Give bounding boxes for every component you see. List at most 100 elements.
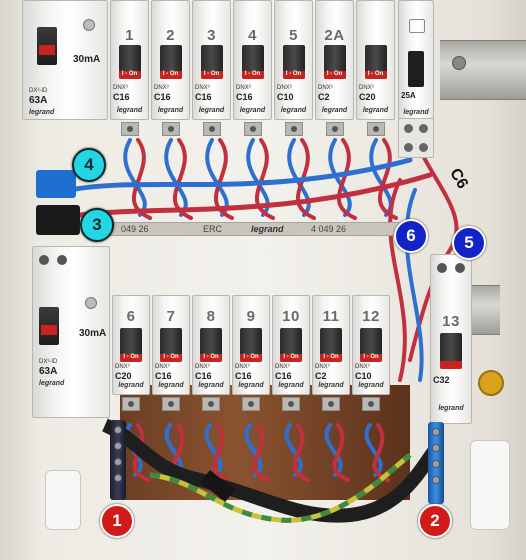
top_row-breaker-1: 1 I - On DNX³ C16 legrand [110, 0, 149, 120]
bottom_row-terminal-1[interactable] [122, 397, 140, 411]
breaker-type: DNX³ [155, 364, 170, 370]
bottom_row-terminal-2[interactable] [162, 397, 180, 411]
breaker-number: 2 [166, 27, 175, 44]
side-breaker-screw-2[interactable] [455, 263, 465, 273]
bottom-rcd-brand: legrand [39, 380, 65, 387]
cable-gland [200, 470, 235, 502]
breaker-type: DNX³ [154, 85, 169, 91]
breaker-type: DNX³ [113, 85, 128, 91]
bottom_row-terminal-7[interactable] [362, 397, 380, 411]
breaker-on-label: I - On [326, 71, 343, 77]
bottom-rcd-lever[interactable] [39, 307, 59, 345]
breaker-lever[interactable]: I - On [240, 328, 262, 362]
top_row-terminal-4[interactable] [243, 122, 262, 136]
top-rcd-brand: legrand [29, 109, 55, 116]
breaker-lever[interactable]: I - On [360, 328, 382, 362]
bottom-rcd-sensitivity: 30mA [79, 328, 107, 339]
side-breaker-number: 13 [442, 313, 460, 330]
top-rcd-type: DX³-ID [29, 88, 48, 94]
breaker-type: DNX³ [318, 85, 333, 91]
top_row-terminal-5[interactable] [284, 122, 303, 136]
top_row-terminal-2[interactable] [161, 122, 180, 136]
breaker-number: 10 [282, 308, 300, 325]
marker-3: 3 [80, 208, 114, 242]
bottom-rcd-test-button[interactable] [85, 297, 97, 309]
rail-screw[interactable] [452, 56, 466, 70]
breaker-rating: C16 [154, 92, 171, 102]
strip-text-4: 4 049 26 [311, 224, 347, 234]
top_row-terminal-7[interactable] [366, 122, 385, 136]
bottom_row-terminal-5[interactable] [282, 397, 300, 411]
contactor-screw-1[interactable] [404, 124, 413, 133]
top_row-breaker-7: I - On DNX³ C20 legrand [356, 0, 395, 120]
bottom_row-terminal-3[interactable] [202, 397, 220, 411]
side-breaker-brand: legrand [438, 405, 464, 412]
breaker-lever[interactable]: I - On [118, 45, 141, 79]
black-main-cable [101, 418, 441, 523]
top-rcd-lever[interactable] [37, 27, 57, 65]
breaker-lever[interactable]: I - On [241, 45, 264, 79]
live-wire-top-7 [378, 138, 398, 220]
contactor-switch[interactable] [408, 51, 424, 87]
breaker-lever[interactable]: I - On [320, 328, 342, 362]
marker-2: 2 [418, 504, 452, 538]
breaker-brand: legrand [116, 107, 143, 114]
breaker-rating: C20 [115, 371, 132, 381]
left-cable-clip [45, 470, 81, 530]
breaker-type: DNX³ [236, 85, 251, 91]
top_row-terminal-1[interactable] [120, 122, 139, 136]
breaker-number: 5 [289, 27, 298, 44]
breaker-lever[interactable]: I - On [282, 45, 305, 79]
contactor-screw-3[interactable] [404, 143, 413, 152]
breaker-rating: C16 [235, 371, 252, 381]
breaker-lever[interactable]: I - On [159, 45, 182, 79]
breaker-lever[interactable]: I - On [200, 45, 223, 79]
top-rcd-module: 30mA DX³-ID 63A legrand [22, 0, 108, 120]
breaker-lever[interactable]: I - On [280, 328, 302, 362]
side-breaker-lever[interactable] [440, 333, 462, 369]
neutral-wire-top-6 [328, 138, 352, 217]
breaker-on-label: I - On [203, 71, 220, 77]
strip-text-2: ERC [203, 224, 223, 234]
breaker-brand: legrand [321, 107, 348, 114]
blue-neutral-connector [36, 170, 76, 198]
top-rcd-amp: 63A [29, 95, 48, 106]
neutral-busbar [428, 422, 444, 504]
bottom_row-terminal-4[interactable] [242, 397, 260, 411]
breaker-lever[interactable]: I - On [160, 328, 182, 362]
bottom-rcd-screw-1[interactable] [39, 255, 49, 265]
breaker-brand: legrand [118, 382, 144, 389]
live-wire-bottom-6 [332, 423, 350, 482]
yellow-terminal-knob[interactable] [478, 370, 504, 396]
contactor-screw-4[interactable] [419, 143, 428, 152]
breaker-on-label: I - On [363, 354, 379, 360]
top_row-terminal-3[interactable] [202, 122, 221, 136]
side-breaker-screw-1[interactable] [437, 263, 447, 273]
top_row-terminal-6[interactable] [325, 122, 344, 136]
breaker-lever[interactable]: I - On [200, 328, 222, 362]
breaker-brand: legrand [318, 382, 344, 389]
contactor-screw-2[interactable] [419, 124, 428, 133]
breaker-number: 8 [206, 308, 216, 325]
breaker-lever[interactable]: I - On [120, 328, 142, 362]
breaker-lever[interactable]: I - On [323, 45, 346, 79]
bottom-rcd-type: DX³-ID [39, 359, 58, 365]
breaker-rating: C2 [318, 92, 330, 102]
breaker-rating: C2 [315, 371, 327, 381]
bottom-rcd-screw-2[interactable] [57, 255, 67, 265]
breaker-on-label: I - On [244, 71, 261, 77]
breaker-lever[interactable]: I - On [364, 45, 387, 79]
top_row-breaker-6: 2A I - On DNX³ C2 legrand [315, 0, 354, 120]
top-rcd-test-button[interactable] [83, 19, 95, 31]
top_row-breaker-4: 4 I - On DNX³ C16 legrand [233, 0, 272, 120]
breaker-type: DNX³ [315, 364, 330, 370]
marker-5: 5 [452, 226, 486, 260]
live-wire-bottom-1 [132, 423, 150, 482]
breaker-brand: legrand [157, 107, 184, 114]
live-wire-bottom-7 [372, 423, 390, 482]
breaker-number: 1 [125, 27, 134, 44]
bottom_row-terminal-6[interactable] [322, 397, 340, 411]
live-wire-top-5 [296, 138, 316, 220]
breaker-brand: legrand [238, 382, 264, 389]
